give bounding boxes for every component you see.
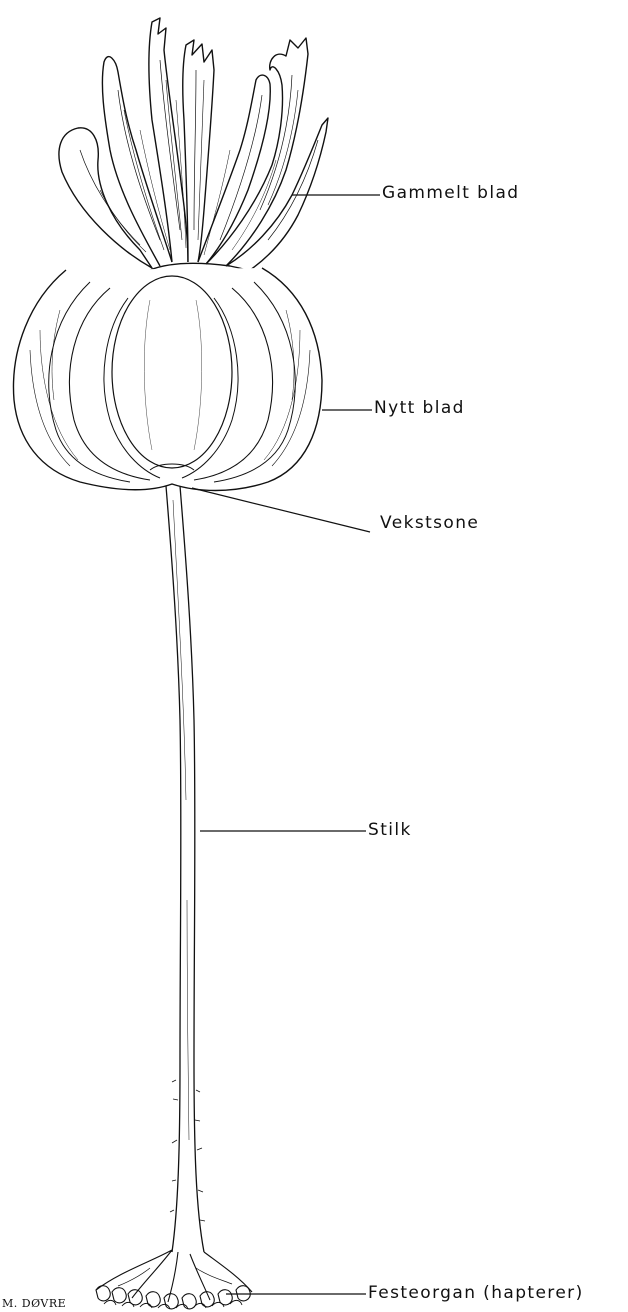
stem-drawing — [166, 486, 205, 1252]
old-leaf-drawing — [59, 18, 328, 272]
label-holdfast: Festeorgan (hapterer) — [368, 1285, 584, 1302]
label-growth-zone: Vekstsone — [380, 515, 479, 532]
label-old-leaf: Gammelt blad — [382, 185, 520, 202]
label-stem: Stilk — [368, 822, 412, 839]
label-new-leaf: Nytt blad — [374, 400, 465, 417]
new-leaf-drawing — [13, 268, 322, 491]
holdfast-drawing — [96, 1250, 252, 1309]
artist-signature: M. DØVRE — [2, 1298, 66, 1309]
leader-line-growth-zone — [192, 488, 370, 532]
